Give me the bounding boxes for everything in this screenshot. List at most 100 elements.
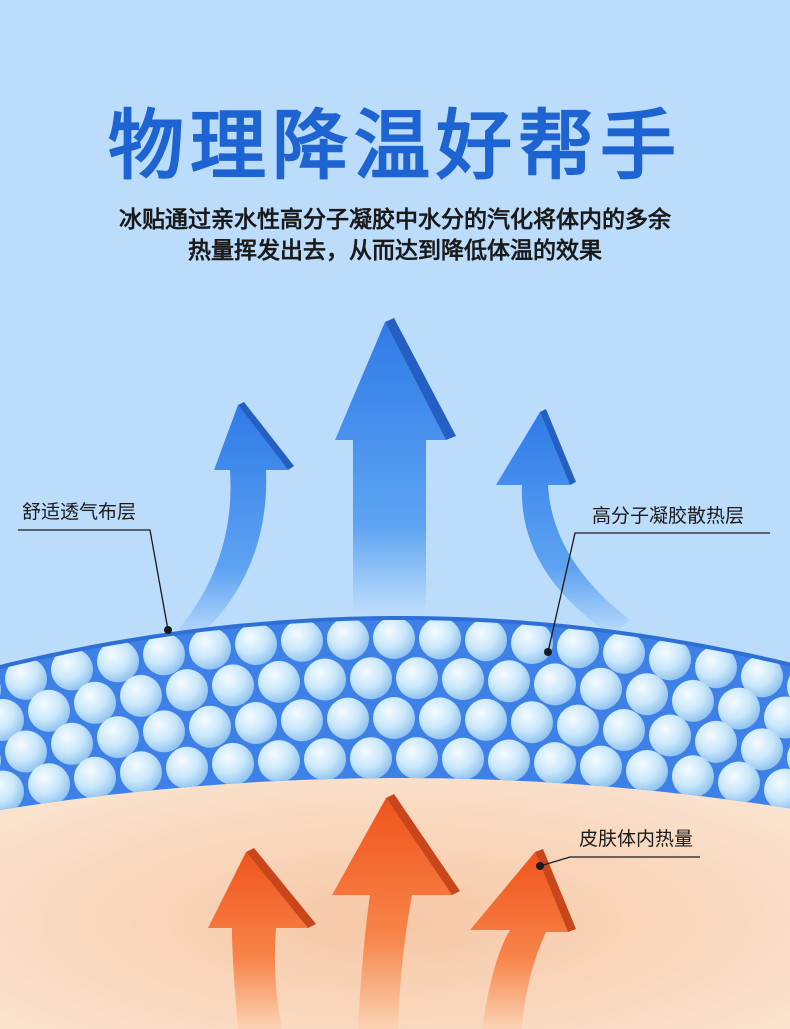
gel-bead (557, 626, 599, 669)
gel-bead (649, 714, 691, 757)
gel-bead (327, 618, 369, 660)
gel-beads (0, 618, 790, 812)
gel-bead (396, 657, 438, 700)
gel-bead (212, 664, 254, 707)
gel-bead (419, 697, 461, 740)
gel-bead (672, 755, 714, 798)
gel-bead (488, 739, 530, 782)
callout-fabric-dot (164, 626, 172, 634)
gel-bead (97, 640, 139, 683)
gel-bead (212, 742, 254, 785)
callout-heat-dot (536, 862, 544, 870)
gel-bead (626, 750, 668, 792)
gel-bead (603, 631, 645, 674)
gel-bead (281, 619, 323, 662)
gel-bead (764, 696, 790, 739)
cool-arrow-center-edge (385, 318, 456, 440)
cool-arrow-right (496, 412, 630, 636)
gel-bead (304, 738, 346, 781)
gel-bead (304, 658, 346, 701)
heat-arrow-center-edge (386, 794, 460, 895)
gel-bead (695, 646, 737, 689)
description-line-2: 热量挥发出去，从而达到降低体温的效果 (188, 238, 602, 264)
cool-arrow-center (335, 322, 446, 612)
gel-bead (741, 728, 783, 771)
callout-gel-dot (544, 648, 552, 656)
gel-bead (189, 627, 231, 670)
gel-bead (0, 699, 24, 741)
callout-fabric-leader (18, 529, 169, 631)
gel-bead (534, 663, 576, 706)
gel-bead (373, 618, 415, 659)
gel-bead (488, 660, 530, 703)
gel-bead (419, 618, 461, 660)
gel-bead (695, 720, 737, 763)
gel-bead (120, 674, 162, 717)
gel-bead (258, 660, 300, 703)
gel-bead (51, 648, 93, 691)
cool-arrow-left (178, 405, 288, 640)
gel-bead (396, 737, 438, 780)
callout-body-heat: 皮肤体内热量 (579, 828, 694, 850)
gel-bead (580, 745, 622, 788)
gel-bead (465, 619, 507, 662)
heat-arrow-right-edge (535, 849, 576, 932)
gel-bead (5, 730, 47, 773)
gel-bead (166, 669, 208, 712)
gel-bead (603, 709, 645, 751)
gel-bead (74, 756, 116, 799)
cooling-arrows (178, 318, 630, 640)
gel-bead (258, 740, 300, 783)
gel-bead (465, 698, 507, 741)
callout-heat-leader (539, 856, 700, 867)
gel-bead (143, 633, 185, 676)
heat-arrow-right (470, 852, 568, 1029)
description: 冰贴通过亲水性高分子凝胶中水分的汽化将体内的多余 热量挥发出去，从而达到降低体温… (60, 205, 730, 267)
callout-fabric-layer: 舒适透气布层 (22, 501, 137, 523)
gel-bead (442, 658, 484, 701)
gel-bead (235, 702, 277, 744)
cool-arrow-left-edge (238, 402, 294, 470)
heat-arrow-center (332, 798, 452, 1029)
heat-arrow-left-edge (246, 848, 316, 928)
gel-bead (143, 710, 185, 753)
gel-bead (350, 657, 392, 700)
gel-bead (0, 770, 24, 812)
gel-bead (373, 697, 415, 739)
callout-gel-layer: 高分子凝胶散热层 (592, 505, 745, 527)
gel-bead (557, 704, 599, 747)
gel-bead (120, 751, 162, 794)
gel-bead (718, 687, 760, 730)
callout-leaders (18, 529, 770, 870)
fabric-layer-edge (0, 616, 790, 670)
gel-bead (235, 623, 277, 666)
gel-bead (511, 622, 553, 665)
gel-bead (166, 746, 208, 789)
gel-bead (580, 667, 622, 710)
gel-bead (649, 638, 691, 681)
gel-bead (442, 737, 484, 780)
heat-arrow-left (208, 852, 308, 1029)
gel-bead (74, 681, 116, 724)
gel-bead (718, 761, 760, 804)
callout-gel-leader (547, 532, 770, 653)
gel-bead (28, 689, 70, 732)
cool-arrow-right-edge (540, 409, 576, 485)
gel-bead (741, 655, 783, 698)
gel-bead (672, 679, 714, 722)
description-line-1: 冰贴通过亲水性高分子凝胶中水分的汽化将体内的多余 (119, 207, 671, 233)
gel-bead (626, 673, 668, 716)
gel-bead (534, 742, 576, 785)
gel-bead (5, 657, 47, 700)
gel-bead (189, 705, 231, 748)
gel-bead (350, 737, 392, 780)
gel-bead (327, 697, 369, 740)
heat-arrows (208, 794, 576, 1029)
gel-bead (97, 716, 139, 759)
gel-bead (281, 699, 323, 742)
headline: 物理降温好帮手 (108, 101, 682, 190)
gel-bead (764, 768, 790, 811)
gel-bead (51, 722, 93, 765)
gel-bead (28, 763, 70, 806)
